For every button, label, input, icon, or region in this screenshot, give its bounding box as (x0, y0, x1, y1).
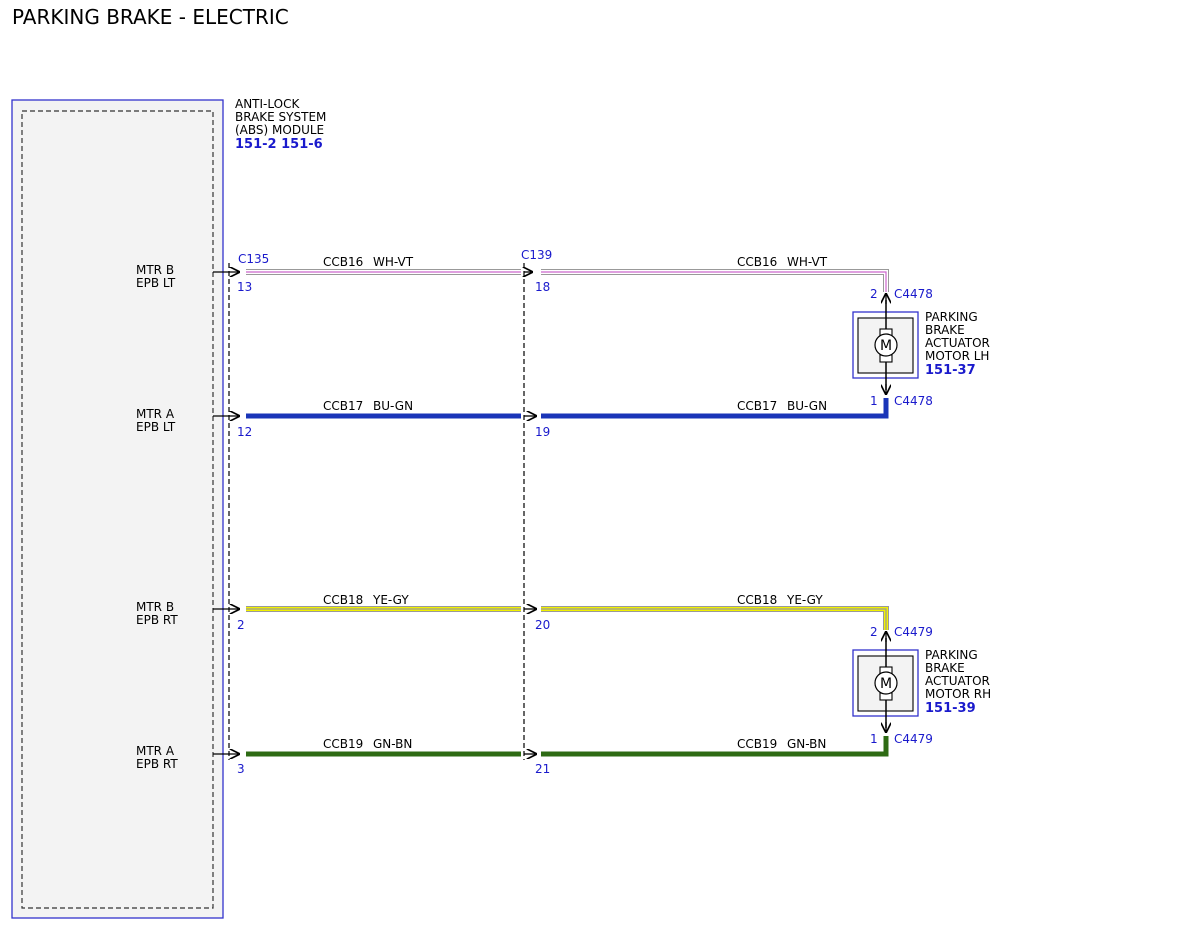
wire-1-color-right: WH-VT (787, 255, 828, 269)
pin-arrow-group (213, 272, 886, 754)
wire-1-circuit-right: CCB16 (737, 255, 777, 269)
abs-pin-label-1-line-1: MTR B (136, 263, 174, 277)
motor-lh-pin-2: 2 (870, 287, 878, 301)
wire-4-circuit-left: CCB19 (323, 737, 363, 751)
motor-lh-symbol: M (880, 338, 892, 354)
abs-pin-number-2: 12 (237, 425, 252, 439)
abs-module-name-line-2: BRAKE SYSTEM (235, 110, 326, 124)
abs-module-name-line-3: (ABS) MODULE (235, 123, 324, 137)
abs-module-ref-link[interactable]: 151-2 151-6 (235, 137, 323, 152)
abs-module (11, 99, 224, 919)
wire-3-circuit-left: CCB18 (323, 593, 363, 607)
wire-1-color-left: WH-VT (373, 255, 414, 269)
motor-rh-pin-2: 2 (870, 625, 878, 639)
connector-c139-label: C139 (521, 248, 552, 262)
abs-pin-label-4-line-2: EPB RT (136, 757, 178, 771)
motor-rh-name-line-1: PARKING (925, 648, 978, 662)
wire-1-circuit-left: CCB16 (323, 255, 363, 269)
wire-4-circuit-right: CCB19 (737, 737, 777, 751)
motor-rh-name-line-4: MOTOR RH (925, 687, 991, 701)
motor-lh-name-line-4: MOTOR LH (925, 349, 989, 363)
abs-pin-number-3: 2 (237, 618, 245, 632)
wire-1-segment-2-stripe (541, 271, 887, 292)
wire-2-circuit-left: CCB17 (323, 399, 363, 413)
motor-rh-component: M (852, 638, 919, 728)
motor-lh-name-line-1: PARKING (925, 310, 978, 324)
wire-3-segment-2-edge (541, 606, 889, 630)
motor-lh-connector-top: C4478 (894, 287, 933, 301)
wire-4-color-left: GN-BN (373, 737, 412, 751)
abs-pin-label-2-line-1: MTR A (136, 407, 175, 421)
motor-lh-ref-link[interactable]: 151-37 (925, 363, 976, 378)
inline-pin-number-4: 21 (535, 762, 550, 776)
motor-rh-symbol: M (880, 676, 892, 692)
motor-lh-name-line-2: BRAKE (925, 323, 965, 337)
wire-3-segment-2 (541, 607, 888, 630)
motor-lh-name-line-3: ACTUATOR (925, 336, 990, 350)
abs-pin-label-2-line-2: EPB LT (136, 420, 176, 434)
abs-pin-label-4-line-1: MTR A (136, 744, 175, 758)
wire-2-color-right: BU-GN (787, 399, 827, 413)
wire-4-color-right: GN-BN (787, 737, 826, 751)
abs-pin-label-1-line-2: EPB LT (136, 276, 176, 290)
inline-pin-number-3: 20 (535, 618, 550, 632)
abs-module-outline (11, 99, 224, 919)
abs-module-inner-boundary (21, 110, 214, 909)
abs-pin-number-4: 3 (237, 762, 245, 776)
motor-rh-icon (874, 671, 898, 695)
inline-pin-number-1: 18 (535, 280, 550, 294)
abs-pin-number-1: 13 (237, 280, 252, 294)
diagram-title: PARKING BRAKE - ELECTRIC (12, 5, 289, 29)
wire-2-circuit-right: CCB17 (737, 399, 777, 413)
wire-2-color-left: BU-GN (373, 399, 413, 413)
motor-lh-connector-bottom: C4478 (894, 394, 933, 408)
motor-lh-component: M (852, 300, 919, 390)
motor-rh-connector-bottom: C4479 (894, 732, 933, 746)
connector-c135-label: C135 (238, 252, 269, 266)
inline-pin-number-2: 19 (535, 425, 550, 439)
wire-group (246, 269, 889, 757)
motor-rh-name-line-2: BRAKE (925, 661, 965, 675)
motor-rh-name-line-3: ACTUATOR (925, 674, 990, 688)
wire-2-segment-2 (541, 398, 889, 419)
abs-module-name-line-1: ANTI-LOCK (235, 97, 300, 111)
wire-4-segment-2 (541, 736, 889, 757)
motor-lh-icon (874, 333, 898, 357)
abs-pin-label-3-line-1: MTR B (136, 600, 174, 614)
wire-1-segment-2-edge (541, 269, 889, 292)
motor-rh-pin-1: 1 (870, 732, 878, 746)
abs-pin-label-3-line-2: EPB RT (136, 613, 178, 627)
wire-3-circuit-right: CCB18 (737, 593, 777, 607)
motor-lh-pin-1: 1 (870, 394, 878, 408)
motor-rh-connector-top: C4479 (894, 625, 933, 639)
motor-rh-ref-link[interactable]: 151-39 (925, 701, 976, 716)
wire-3-segment-2-stripe (541, 608, 887, 630)
wire-3-color-right: YE-GY (786, 593, 823, 607)
wire-3-color-left: YE-GY (372, 593, 409, 607)
